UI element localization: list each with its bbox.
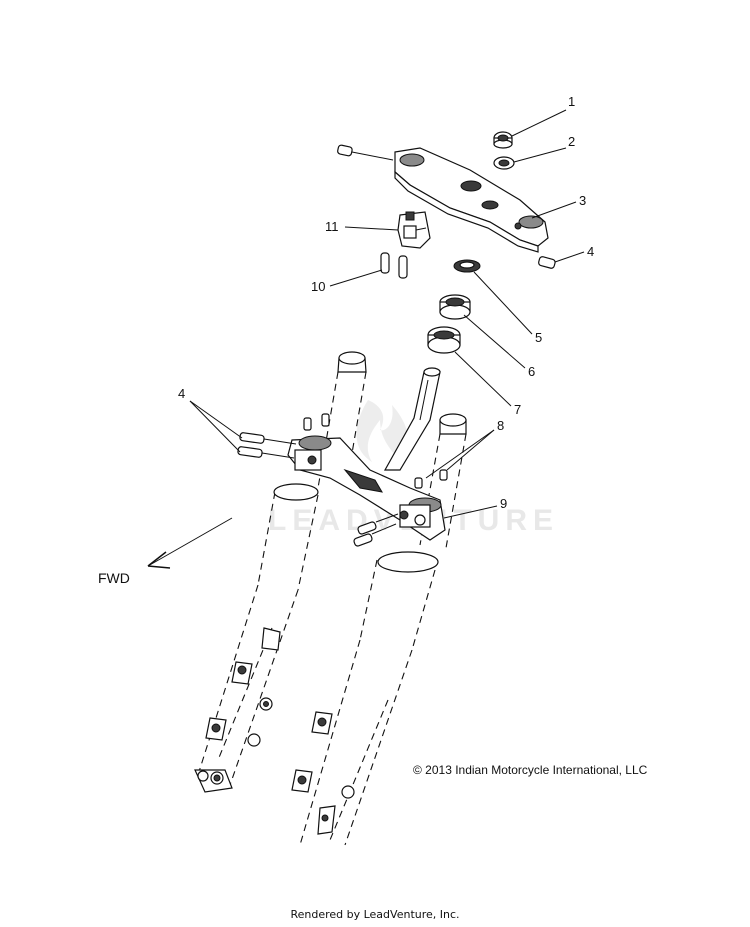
callout-1: 1 xyxy=(568,94,575,109)
callout-9: 9 xyxy=(500,496,507,511)
nut-part-1 xyxy=(493,131,513,149)
left-fork-lower xyxy=(194,627,281,793)
bolts-part-4-left xyxy=(237,432,297,459)
callout-6: 6 xyxy=(528,364,535,379)
callout-8: 8 xyxy=(497,418,504,433)
callouts: 1 2 3 4 11 10 5 6 7 4 8 9 xyxy=(178,94,594,519)
callout-3: 3 xyxy=(579,193,586,208)
right-fork-lower xyxy=(291,711,355,835)
bearing-part-7 xyxy=(427,326,461,354)
callout-5: 5 xyxy=(535,330,542,345)
right-fork-tube xyxy=(299,413,467,846)
pins-part-10 xyxy=(380,252,408,279)
fwd-arrow: FWD xyxy=(98,517,233,586)
callout-10: 10 xyxy=(311,279,325,294)
fwd-label: FWD xyxy=(98,570,130,586)
pinch-bolts-lower-front xyxy=(353,513,399,547)
callout-11: 11 xyxy=(325,219,339,234)
callout-4-left: 4 xyxy=(178,386,185,401)
lower-triple-clamp-part-9 xyxy=(287,435,446,541)
steering-stem xyxy=(383,367,441,471)
small-bolts-lower-clamp xyxy=(303,413,448,489)
rendered-by-text: Rendered by LeadVenture, Inc. xyxy=(290,908,460,921)
top-clamp-part-3 xyxy=(394,147,549,253)
callout-4-right: 4 xyxy=(587,244,594,259)
dust-seal-part-5 xyxy=(453,259,481,273)
connector-part-11 xyxy=(397,211,431,249)
callout-7: 7 xyxy=(514,402,521,417)
copyright-text: © 2013 Indian Motorcycle International, … xyxy=(413,763,648,777)
bolt-part-4-right xyxy=(538,256,556,269)
washer-part-2 xyxy=(493,156,515,170)
callout-2: 2 xyxy=(568,134,575,149)
bearing-part-6 xyxy=(439,294,471,320)
bolt-top-clamp-left xyxy=(337,144,394,161)
